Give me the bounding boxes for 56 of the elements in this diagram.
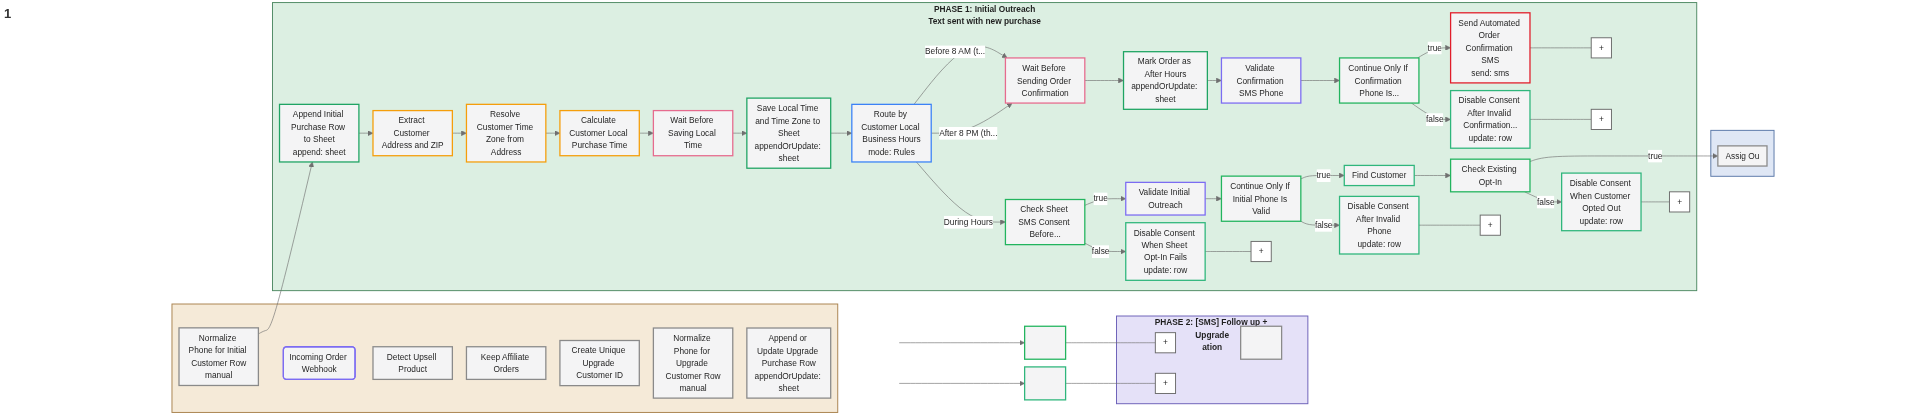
node-box: Extract Customer Address and ZIP: [372, 109, 453, 157]
node-box: Check Existing Opt-In: [1449, 158, 1531, 193]
node-box: Normalize Phone for Initial Customer Row manual: [178, 327, 260, 387]
node-box: [1240, 325, 1283, 360]
node-box: Send Automated Order Confirmation SMS send: sms: [1449, 12, 1531, 84]
node-box: Save Local Time and Time Zone to Sheet appendOrUpdate: sheet: [746, 97, 832, 169]
node-box: +: [1250, 240, 1272, 263]
node-box: +: [1479, 214, 1501, 236]
edge-label: false: [1091, 246, 1110, 257]
node-box: Wait Before Saving Local Time: [652, 109, 734, 157]
node-box: Continue Only If Confirmation Phone Is...: [1338, 57, 1420, 104]
node-box: [1024, 325, 1067, 360]
connector: [1418, 224, 1481, 226]
node-box: +: [1590, 108, 1612, 130]
node-box: Resolve Customer Time Zone from Address: [465, 103, 547, 163]
node-box: Normalize Phone for Upgrade Customer Row manual: [652, 327, 734, 399]
connector: [1529, 47, 1592, 49]
node-box: Mark Order as After Hours appendOrUpdate: sheet: [1122, 51, 1208, 110]
node-box: Keep Affiliate Orders: [465, 346, 547, 381]
edge-label: true: [1427, 42, 1442, 53]
node-box: Disable Consent After Invalid Confirmation... update: row: [1449, 89, 1531, 149]
node-box: Route by Customer Local Business Hours mode: Rules: [851, 103, 932, 163]
node-box: +: [1590, 37, 1612, 59]
edge-label: Before 8 AM (t...: [925, 46, 986, 57]
node-box: +: [1154, 372, 1177, 394]
node-box: Create Unique Upgrade Customer ID: [559, 339, 640, 387]
node-box: Validate Confirmation SMS Phone: [1220, 57, 1302, 104]
node-box: Find Customer: [1343, 164, 1415, 187]
node-box: [1024, 366, 1067, 401]
node-box: Calculate Customer Local Purchase Time: [559, 109, 640, 157]
edge-label: true: [1316, 170, 1331, 181]
cluster: [1710, 129, 1775, 177]
node-box: Append Initial Purchase Row to Sheet append: sheet: [278, 103, 360, 163]
node-box: Append or Update Upgrade Purchase Row appendOrUpdate: sheet: [746, 327, 832, 399]
edge-label: false: [1537, 196, 1555, 207]
edge-label: true: [1093, 193, 1108, 204]
node-box: Check Sheet SMS Consent Before...: [1004, 198, 1086, 246]
node-box: +: [1154, 332, 1177, 354]
node-box: Disable Consent When Sheet Opt-In Fails update: row: [1125, 222, 1206, 281]
node-box: +: [1669, 191, 1691, 213]
count-label: 1: [4, 6, 12, 21]
node-box: Disable Consent When Customer Opted Out update: row: [1561, 172, 1642, 232]
node-box: Wait Before Sending Order Confirmation: [1004, 57, 1086, 104]
node-box: Validate Initial Outreach: [1125, 181, 1206, 216]
node-box: Disable Consent After Invalid Phone update: row: [1338, 195, 1420, 255]
connector: [1529, 119, 1592, 120]
edge-label: false: [1425, 114, 1444, 125]
node-box: Continue Only If Initial Phone Is Valid: [1220, 175, 1302, 222]
connector: [1065, 342, 1156, 344]
node-box: Detect Upsell Product: [372, 346, 453, 381]
connector: [1065, 383, 1156, 384]
edge-label: After 8 PM (th...: [939, 128, 998, 138]
edge-label: During Hours: [943, 217, 993, 227]
node-box: Assig Ou: [1717, 145, 1768, 167]
edge-label: false: [1314, 220, 1333, 230]
edge-label: true: [1648, 151, 1663, 161]
